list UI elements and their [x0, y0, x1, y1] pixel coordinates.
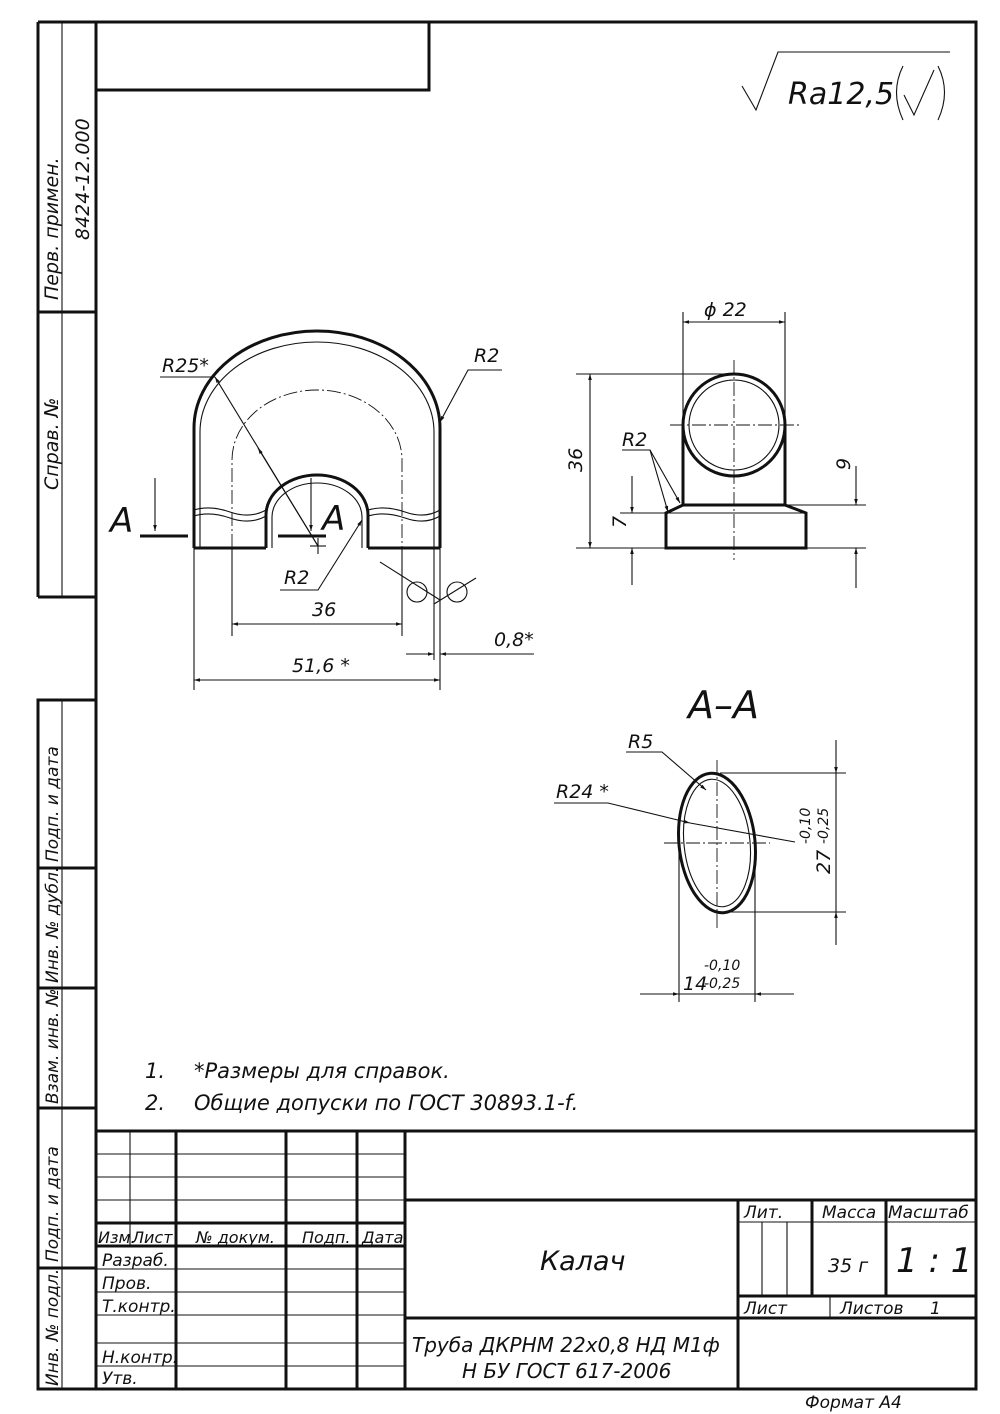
dim-r24: R24 *: [556, 781, 609, 803]
section-mark-left: А: [108, 501, 133, 541]
dim-w14-tol-up: -0,10: [704, 958, 740, 974]
sheet-label: Лист: [743, 1299, 788, 1319]
role-nkontr: Н.контр.: [102, 1348, 178, 1368]
podp-data-label-2: Подп. и дата: [43, 1146, 63, 1262]
front-view: R25* R2 R2 36 51,6 * 0,8* А А: [108, 329, 534, 690]
dim-h9: 9: [833, 458, 855, 470]
roughness-symbol: Ra12,5: [741, 51, 950, 121]
scale-label: Масштаб: [888, 1203, 969, 1223]
th-doc: № докум.: [195, 1228, 275, 1247]
dim-r2-inner: R2: [284, 567, 309, 589]
roughness-value: Ra12,5: [788, 77, 894, 112]
dim-r5: R5: [628, 731, 653, 753]
material-line-2: Н БУ ГОСТ 617-2006: [462, 1359, 671, 1383]
scale-value: 1 : 1: [896, 1241, 972, 1281]
dim-h27-tol-up: -0,10: [798, 808, 814, 844]
note-2-text: Общие допуски по ГОСТ 30893.1-f.: [194, 1091, 578, 1115]
format-label: Формат А4: [805, 1393, 902, 1413]
mass-label: Масса: [822, 1203, 876, 1223]
sheets-value: 1: [930, 1299, 941, 1319]
dim-h36: 36: [565, 448, 587, 472]
vzam-inv-label: Взам. инв. №: [43, 989, 63, 1104]
th-list: Лист: [131, 1228, 173, 1247]
podp-data-label-1: Подп. и дата: [43, 746, 63, 862]
side-view: ϕ 22 36 7 9 R2: [565, 299, 866, 588]
lit-label: Лит.: [743, 1203, 783, 1223]
role-razrab: Разраб.: [102, 1251, 169, 1271]
role-tkontr: Т.контр.: [102, 1297, 176, 1317]
dim-w14-tol-dn: -0,25: [704, 976, 740, 992]
dim-51-6: 51,6 *: [292, 655, 350, 677]
inv-podl-label: Инв. № подл.: [43, 1269, 63, 1386]
part-name: Калач: [540, 1246, 625, 1277]
dim-36: 36: [312, 599, 336, 621]
section-aa: А–А R5 R24 * 27 -0,10 -0,25 14 -0,10 -0,…: [554, 683, 846, 1002]
perv-primen-label: Перв. примен.: [41, 157, 63, 300]
section-mark-right: А: [320, 499, 345, 539]
note-1-text: *Размеры для справок.: [194, 1059, 450, 1083]
th-izm: Изм.: [98, 1228, 136, 1247]
notes: 1. *Размеры для справок. 2. Общие допуск…: [145, 1059, 578, 1115]
dim-w14: 14: [683, 973, 707, 995]
sprav-label: Справ. №: [41, 398, 63, 490]
role-prov: Пров.: [102, 1274, 151, 1294]
th-podp: Подп.: [302, 1228, 350, 1247]
dim-r25: R25*: [162, 355, 209, 377]
inv-dubl-label: Инв. № дубл.: [43, 867, 63, 983]
note-1-num: 1.: [145, 1059, 165, 1083]
sheets-label: Листов: [839, 1299, 904, 1319]
dim-h27: 27: [813, 850, 835, 874]
perv-primen-value: 8424-12.000: [72, 118, 94, 240]
mass-value: 35 г: [828, 1255, 869, 1277]
note-2-num: 2.: [145, 1091, 165, 1115]
dim-r2-top: R2: [474, 345, 499, 367]
title-block: Изм. Лист № докум. Подп. Дата Разраб. Пр…: [96, 1129, 976, 1389]
role-utv: Утв.: [102, 1369, 138, 1389]
section-title: А–А: [685, 683, 759, 727]
drawing-frame: [94, 20, 978, 1391]
dim-0-8: 0,8*: [494, 629, 534, 651]
th-data: Дата: [361, 1228, 403, 1247]
material-line-1: Труба ДКРНМ 22х0,8 НД М1ф: [412, 1333, 720, 1357]
dim-h27-tol-dn: -0,25: [816, 808, 832, 844]
dim-h7: 7: [609, 516, 631, 528]
top-left-box: [96, 22, 431, 92]
dim-phi22: ϕ 22: [704, 299, 747, 321]
dim-r2-side: R2: [622, 429, 647, 451]
side-stamp: Перв. примен. 8424-12.000 Справ. № Подп.…: [36, 20, 98, 1391]
